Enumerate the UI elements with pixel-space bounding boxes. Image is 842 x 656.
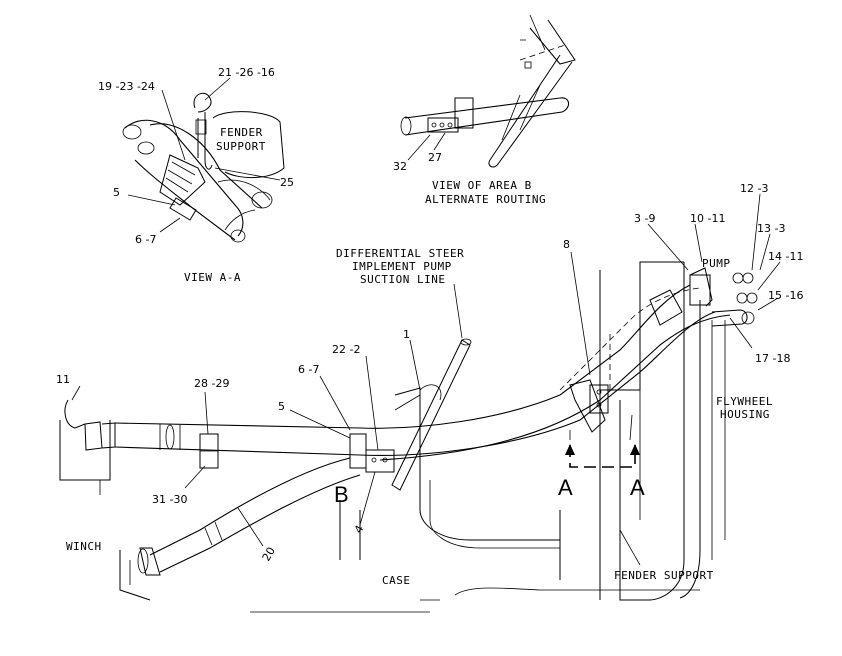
fender-support-label: FENDER SUPPORT xyxy=(614,569,714,582)
callout-5: 5 xyxy=(278,400,285,413)
callout-6-7: 6 -7 xyxy=(298,363,319,376)
callout-31-30: 31 -30 xyxy=(152,493,187,506)
view-aa-callout-5: 5 xyxy=(113,186,120,199)
view-b-callout-32: 32 xyxy=(393,160,407,173)
section-a-a-indicator xyxy=(565,414,640,468)
callout-17-18: 17 -18 xyxy=(755,352,790,365)
view-b-title-line1: VIEW OF AREA B xyxy=(432,179,532,192)
view-aa-callout-6-7: 6 -7 xyxy=(135,233,156,246)
frame-structure xyxy=(59,261,726,613)
section-marker-b: B xyxy=(334,482,349,507)
view-aa-callout-21-26-16: 21 -26 -16 xyxy=(218,66,275,79)
callout-12-3: 12 -3 xyxy=(740,182,768,195)
suction-line-label-line2: IMPLEMENT PUMP xyxy=(352,260,452,273)
callout-3-9: 3 -9 xyxy=(634,212,655,225)
winch-label: WINCH xyxy=(66,540,102,553)
suction-line-label-line1: DIFFERENTIAL STEER xyxy=(336,247,464,260)
section-marker-a-left: A xyxy=(558,475,573,500)
callout-13-3: 13 -3 xyxy=(757,222,785,235)
view-aa-fender-support-line2: SUPPORT xyxy=(216,140,266,153)
flywheel-housing-label-line1: FLYWHEEL xyxy=(716,395,773,408)
suction-line-label-line3: SUCTION LINE xyxy=(360,273,445,286)
view-aa-fender-support-line1: FENDER xyxy=(220,126,263,139)
view-area-b-inset: 32 27 VIEW OF AREA B ALTERNATE ROUTING xyxy=(393,14,576,206)
callout-14-11: 14 -11 xyxy=(768,250,803,263)
section-marker-a-right: A xyxy=(630,475,645,500)
view-aa-inset: 19 -23 -24 21 -26 -16 25 5 6 -7 FENDER S… xyxy=(98,66,294,284)
callout-15-16: 15 -16 xyxy=(768,289,803,302)
view-b-title-line2: ALTERNATE ROUTING xyxy=(425,193,546,206)
hose-assemblies xyxy=(64,267,758,576)
callout-28-29: 28 -29 xyxy=(194,377,229,390)
callout-8: 8 xyxy=(563,238,570,251)
callout-10-11: 10 -11 xyxy=(690,212,725,225)
callout-4: 4 xyxy=(352,523,367,536)
flywheel-housing-label-line2: HOUSING xyxy=(720,408,770,421)
view-aa-title: VIEW A-A xyxy=(184,271,241,284)
main-view-labels: DIFFERENTIAL STEER IMPLEMENT PUMP SUCTIO… xyxy=(56,182,803,587)
view-b-callout-27: 27 xyxy=(428,151,442,164)
leader-lines xyxy=(71,193,781,566)
view-aa-callout-19-23-24: 19 -23 -24 xyxy=(98,80,155,93)
callout-1: 1 xyxy=(403,328,410,341)
view-aa-callout-25: 25 xyxy=(280,176,294,189)
case-label: CASE xyxy=(382,574,411,587)
pump-label: PUMP xyxy=(702,257,731,270)
callout-11: 11 xyxy=(56,373,70,386)
callout-22-2: 22 -2 xyxy=(332,343,360,356)
callout-20: 20 xyxy=(260,545,278,564)
